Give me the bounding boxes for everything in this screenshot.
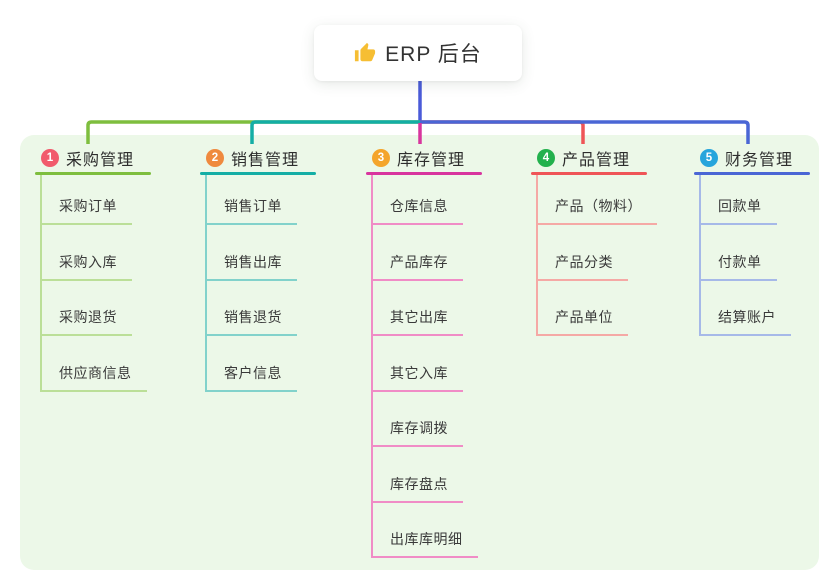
child-node[interactable]: 产品库存 bbox=[373, 225, 478, 281]
child-node[interactable]: 仓库信息 bbox=[373, 175, 478, 225]
child-label: 采购订单 bbox=[42, 196, 132, 225]
branch-number-badge: 2 bbox=[206, 149, 224, 167]
branch-underline bbox=[531, 172, 647, 175]
branch-column-4: 4 产品管理产品（物料） 产品分类产品单位 bbox=[531, 144, 681, 336]
mindmap-board bbox=[20, 135, 819, 570]
child-label: 回款单 bbox=[701, 196, 777, 225]
child-node[interactable]: 库存调拨 bbox=[373, 392, 478, 447]
child-node[interactable]: 产品分类 bbox=[538, 225, 657, 281]
children-group: 销售订单销售出库销售退货客户信息 bbox=[205, 175, 297, 392]
children-group: 采购订单采购入库采购退货供应商信息 bbox=[40, 175, 147, 392]
branch-title-node[interactable]: 1 采购管理 bbox=[35, 144, 185, 172]
branch-title-label: 库存管理 bbox=[397, 152, 466, 169]
connector-branch-1 bbox=[86, 120, 420, 144]
child-label: 产品单位 bbox=[538, 307, 628, 336]
children-group: 仓库信息产品库存其它出库其它入库库存调拨库存盘点出库库明细 bbox=[371, 175, 478, 558]
child-node[interactable]: 采购订单 bbox=[42, 175, 147, 225]
root-node[interactable]: ERP 后台 bbox=[314, 25, 522, 81]
branch-title-label: 财务管理 bbox=[725, 152, 794, 169]
connector-branch-4 bbox=[420, 120, 585, 144]
child-node[interactable]: 采购退货 bbox=[42, 281, 147, 336]
child-label: 采购入库 bbox=[42, 252, 132, 281]
child-label: 出库库明细 bbox=[373, 529, 478, 558]
branch-number-badge: 5 bbox=[700, 149, 718, 167]
child-label: 库存盘点 bbox=[373, 474, 463, 503]
child-label: 付款单 bbox=[701, 252, 777, 281]
child-node[interactable]: 销售出库 bbox=[207, 225, 297, 281]
child-label: 销售退货 bbox=[207, 307, 297, 336]
root-title: ERP 后台 bbox=[385, 43, 482, 66]
child-node[interactable]: 销售退货 bbox=[207, 281, 297, 336]
child-label: 供应商信息 bbox=[42, 363, 147, 392]
child-label: 其它出库 bbox=[373, 307, 463, 336]
child-node[interactable]: 回款单 bbox=[701, 175, 791, 225]
child-label: 其它入库 bbox=[373, 363, 463, 392]
child-node[interactable]: 产品（物料） bbox=[538, 175, 657, 225]
child-node[interactable]: 付款单 bbox=[701, 225, 791, 281]
branch-underline bbox=[35, 172, 151, 175]
child-label: 产品（物料） bbox=[538, 196, 657, 225]
branch-title-label: 销售管理 bbox=[231, 152, 300, 169]
branch-number-badge: 3 bbox=[372, 149, 390, 167]
branch-column-2: 2 销售管理销售订单销售出库销售退货客户信息 bbox=[200, 144, 350, 392]
child-label: 产品库存 bbox=[373, 252, 463, 281]
child-label: 客户信息 bbox=[207, 363, 297, 392]
branch-title-node[interactable]: 2 销售管理 bbox=[200, 144, 350, 172]
child-node[interactable]: 结算账户 bbox=[701, 281, 791, 336]
branch-title-label: 产品管理 bbox=[562, 152, 631, 169]
child-node[interactable]: 其它出库 bbox=[373, 281, 478, 336]
child-label: 仓库信息 bbox=[373, 196, 463, 225]
branch-column-1: 1 采购管理采购订单采购入库采购退货供应商信息 bbox=[35, 144, 185, 392]
child-node[interactable]: 库存盘点 bbox=[373, 447, 478, 503]
connector-branch-2 bbox=[250, 120, 420, 144]
child-node[interactable]: 销售订单 bbox=[207, 175, 297, 225]
branch-underline bbox=[200, 172, 316, 175]
child-node[interactable]: 产品单位 bbox=[538, 281, 657, 336]
child-label: 采购退货 bbox=[42, 307, 132, 336]
branch-number-badge: 4 bbox=[537, 149, 555, 167]
children-group: 回款单付款单结算账户 bbox=[699, 175, 791, 336]
child-label: 库存调拨 bbox=[373, 418, 463, 447]
branch-underline bbox=[694, 172, 810, 175]
branch-title-node[interactable]: 4 产品管理 bbox=[531, 144, 681, 172]
branch-column-5: 5 财务管理回款单付款单结算账户 bbox=[694, 144, 839, 336]
branch-title-node[interactable]: 5 财务管理 bbox=[694, 144, 839, 172]
children-group: 产品（物料） 产品分类产品单位 bbox=[536, 175, 657, 336]
child-label: 结算账户 bbox=[701, 307, 791, 336]
child-label: 产品分类 bbox=[538, 252, 628, 281]
connector-branch-5 bbox=[420, 120, 750, 144]
child-label: 销售出库 bbox=[207, 252, 297, 281]
branch-number-badge: 1 bbox=[41, 149, 59, 167]
child-node[interactable]: 出库库明细 bbox=[373, 503, 478, 558]
child-node[interactable]: 其它入库 bbox=[373, 336, 478, 392]
thumbs-up-icon bbox=[354, 42, 376, 64]
branch-title-node[interactable]: 3 库存管理 bbox=[366, 144, 516, 172]
child-label: 销售订单 bbox=[207, 196, 297, 225]
child-node[interactable]: 采购入库 bbox=[42, 225, 147, 281]
branch-column-3: 3 库存管理仓库信息产品库存其它出库其它入库库存调拨库存盘点出库库明细 bbox=[366, 144, 516, 558]
branch-underline bbox=[366, 172, 482, 175]
child-node[interactable]: 供应商信息 bbox=[42, 336, 147, 392]
branch-title-label: 采购管理 bbox=[66, 152, 135, 169]
child-node[interactable]: 客户信息 bbox=[207, 336, 297, 392]
